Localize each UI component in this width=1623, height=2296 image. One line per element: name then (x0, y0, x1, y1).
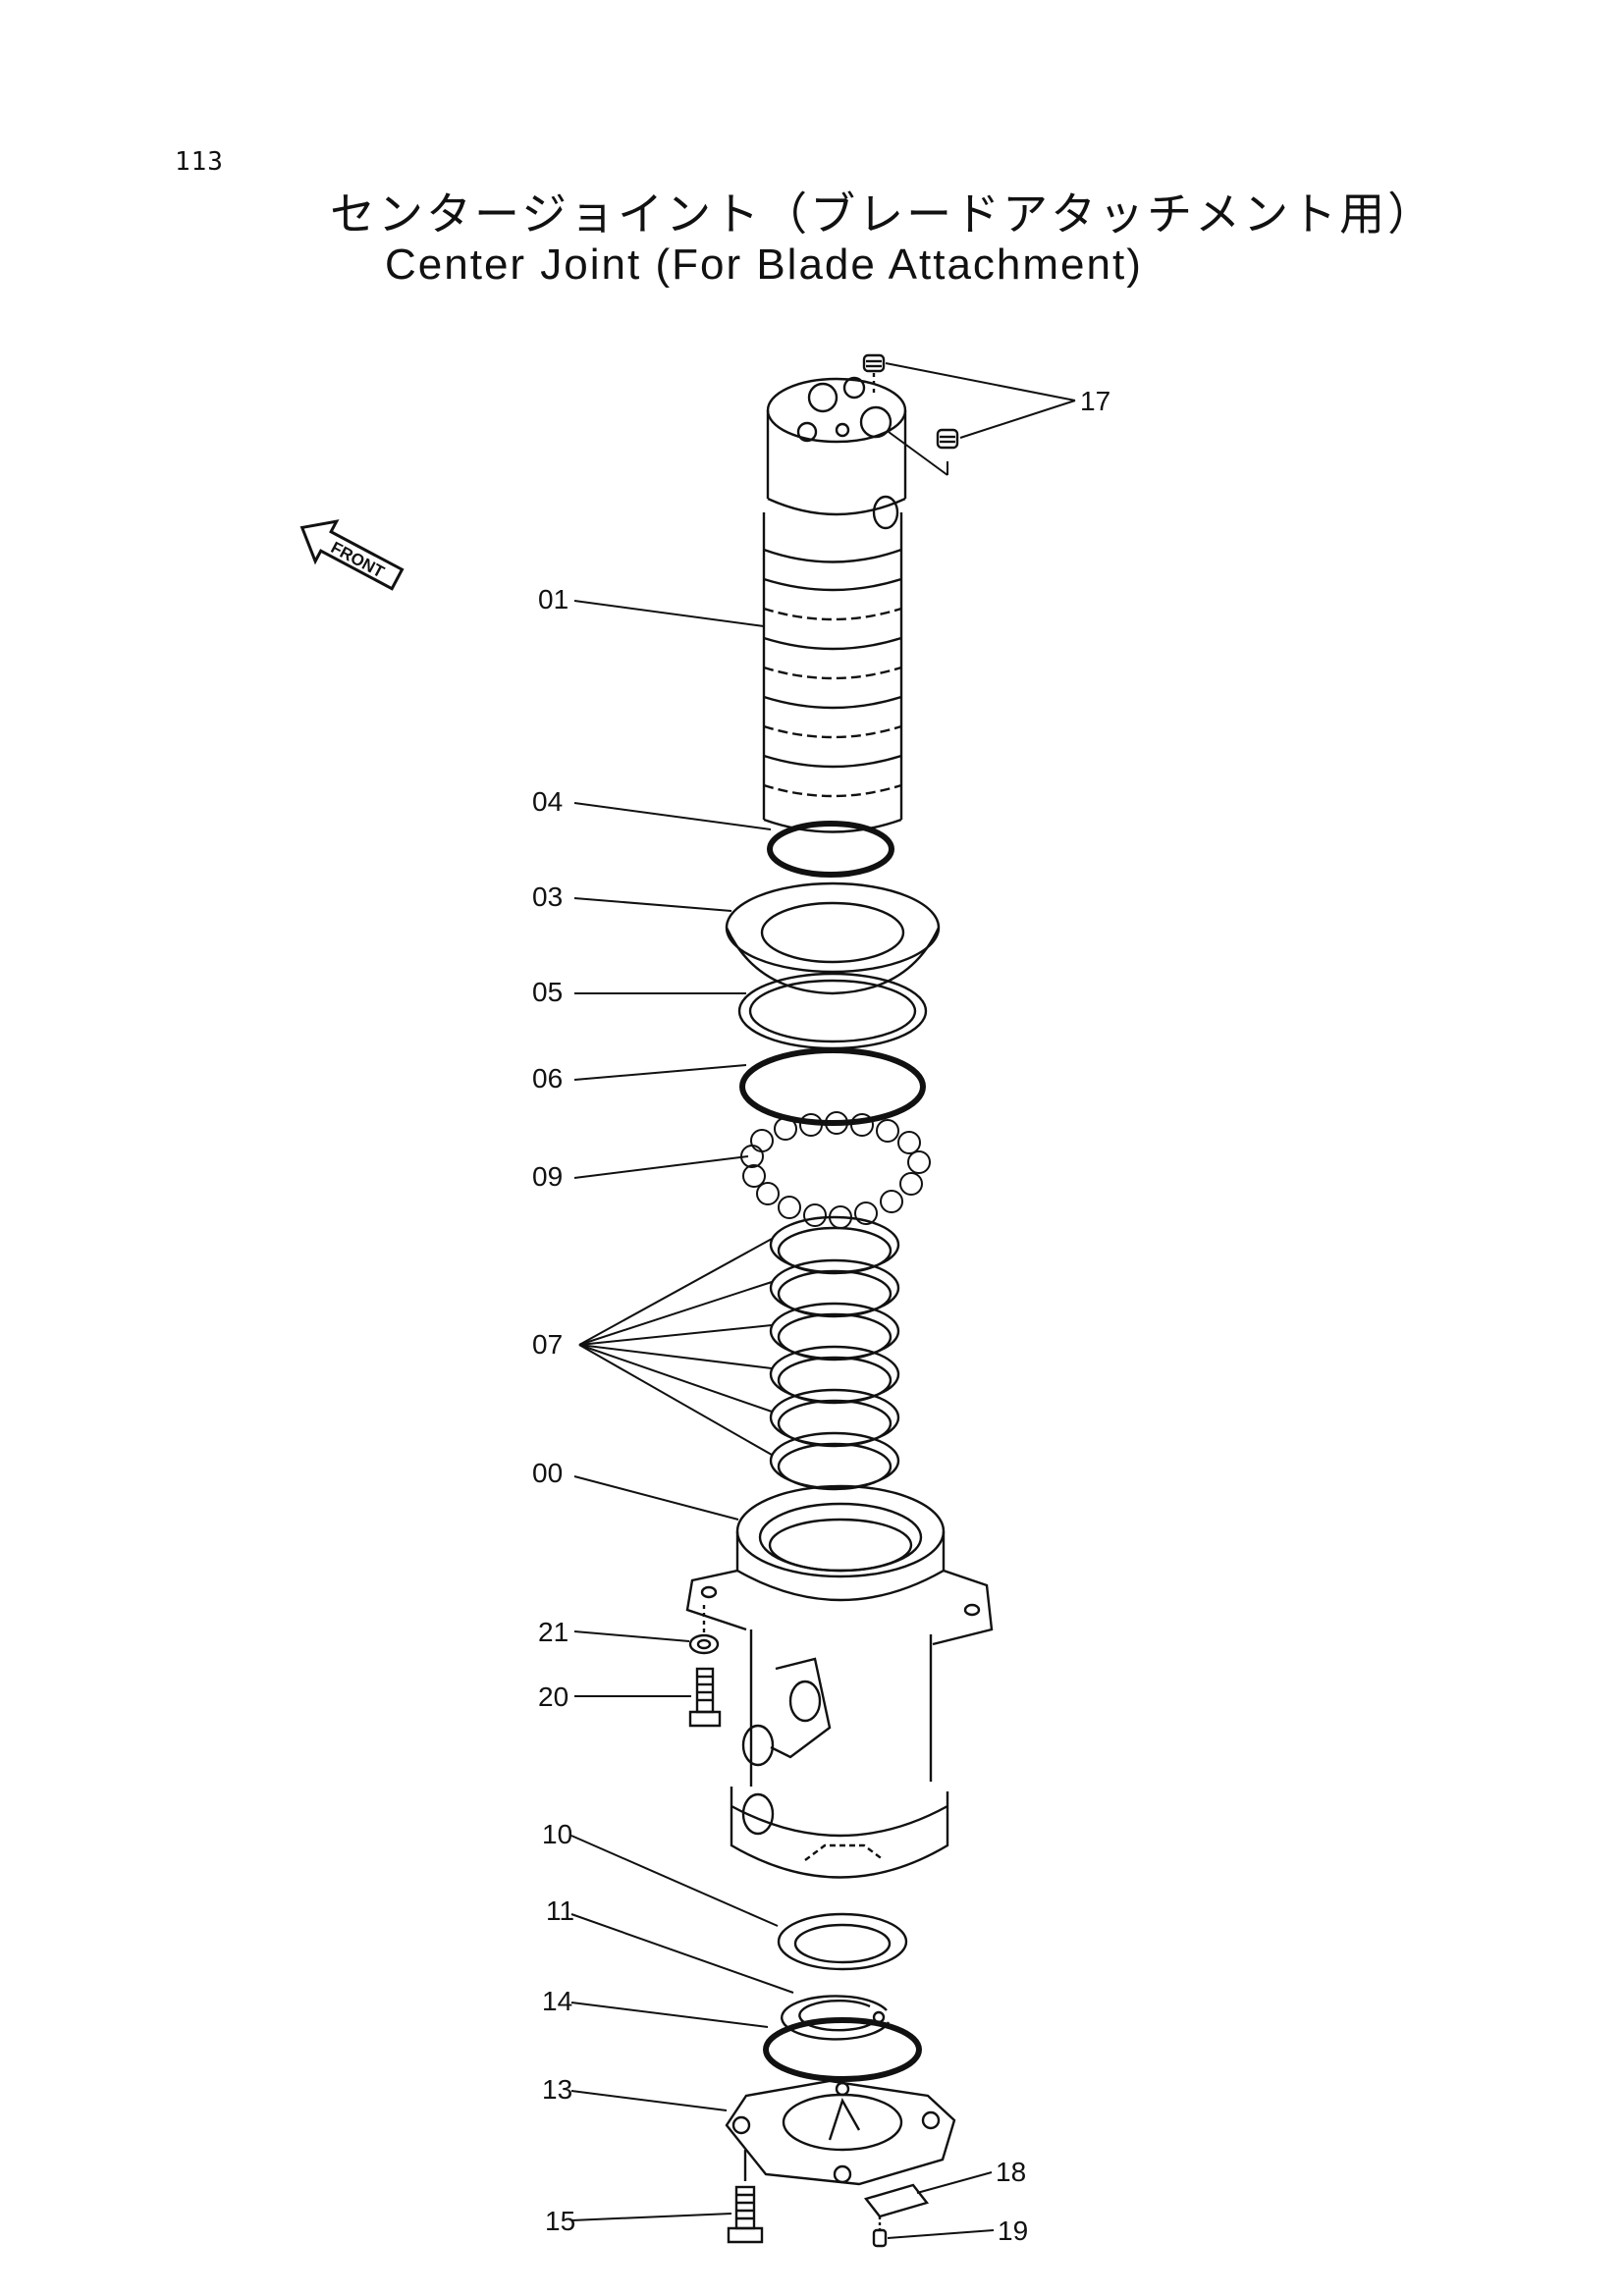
o-ring-04 (767, 821, 894, 878)
o-ring-14 (763, 2017, 922, 2082)
spindle-01 (762, 376, 907, 833)
cover-13 (725, 2079, 956, 2186)
callout-19: 19 (998, 2216, 1028, 2246)
callout-18: 18 (996, 2157, 1026, 2187)
plate-10 (777, 1912, 908, 1971)
o-ring-06 (739, 1047, 926, 1126)
callout-21: 21 (538, 1617, 568, 1647)
bolt-20 (688, 1667, 722, 1728)
cover-03 (725, 881, 941, 995)
washer-21 (688, 1605, 720, 1655)
plate-18 (863, 2183, 930, 2218)
callout-04: 04 (532, 786, 563, 817)
callout-01: 01 (538, 584, 568, 614)
bolt-15 (727, 2150, 764, 2244)
page-number: 113 (175, 147, 224, 177)
title-english: Center Joint (For Blade Attachment) (385, 240, 1143, 289)
callout-00: 00 (532, 1458, 563, 1488)
leader-lines (570, 362, 1076, 2239)
callout-07: 07 (532, 1329, 563, 1360)
callout-13: 13 (542, 2074, 572, 2105)
callout-20: 20 (538, 1682, 568, 1712)
seal-ring-05 (737, 972, 928, 1050)
front-arrow-icon: FRONT (299, 519, 405, 591)
callout-03: 03 (532, 881, 563, 912)
plug-17 (862, 353, 959, 450)
callout-09: 09 (532, 1161, 563, 1192)
callout-06: 06 (532, 1063, 563, 1094)
title-japanese: センタージョイント（ブレードアタッチメント用） (330, 187, 1436, 240)
body-00 (685, 1484, 994, 1879)
callout-14: 14 (542, 1986, 572, 2016)
rivet-19 (872, 2216, 888, 2248)
seal-rings-07 (769, 1215, 900, 1491)
callout-17: 17 (1080, 386, 1110, 416)
callout-15: 15 (545, 2206, 575, 2236)
callout-10: 10 (542, 1819, 572, 1849)
callout-11: 11 (546, 1896, 574, 1926)
callout-05: 05 (532, 977, 563, 1007)
steel-balls-09 (740, 1111, 931, 1229)
callout-labels: 01 04 03 05 06 09 07 00 21 20 10 11 14 1… (532, 386, 1110, 2246)
